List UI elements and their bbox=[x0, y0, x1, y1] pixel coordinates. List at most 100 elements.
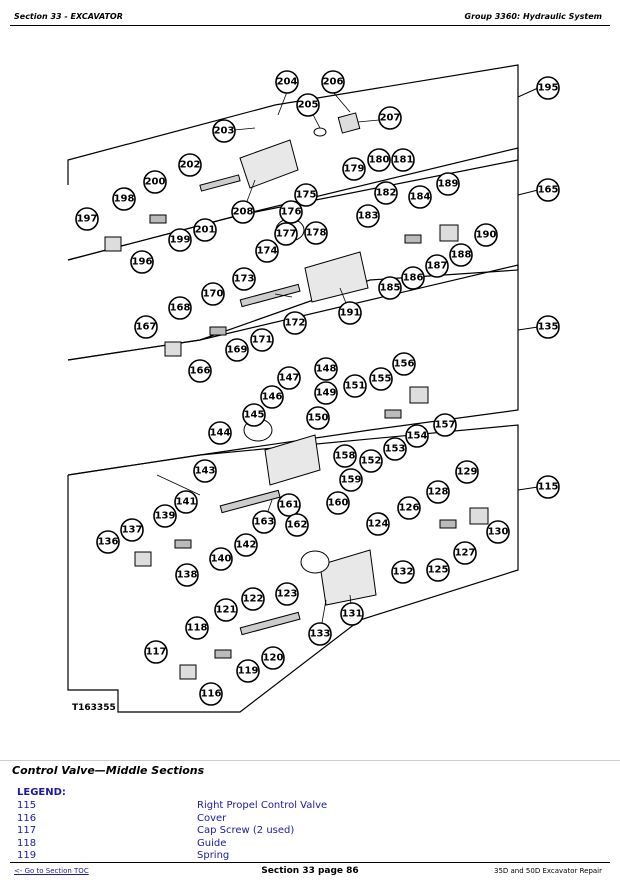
callout-circle bbox=[208, 421, 232, 445]
callout-label: 176 bbox=[281, 207, 302, 218]
callout-label: 159 bbox=[341, 475, 362, 486]
callout-label: 140 bbox=[211, 554, 232, 565]
callout-circle bbox=[369, 367, 393, 391]
legend-heading: LEGEND: bbox=[17, 787, 66, 798]
callout-circle bbox=[338, 301, 362, 325]
callout-198: 198 bbox=[112, 187, 136, 211]
callout-199: 199 bbox=[168, 228, 192, 252]
cover-157 bbox=[409, 386, 429, 404]
callout-circle bbox=[279, 200, 303, 224]
oring-205 bbox=[313, 127, 327, 137]
callout-160: 160 bbox=[326, 491, 350, 515]
cover-116 bbox=[179, 664, 197, 680]
callout-159: 159 bbox=[339, 468, 363, 492]
callout-label: 207 bbox=[380, 113, 401, 124]
callout-190: 190 bbox=[474, 223, 498, 247]
callout-129: 129 bbox=[455, 460, 479, 484]
callout-label: 152 bbox=[361, 456, 382, 467]
callout-circle bbox=[536, 315, 560, 339]
callout-label: 131 bbox=[342, 609, 363, 620]
callout-label: 156 bbox=[394, 359, 415, 370]
spring-119 bbox=[214, 649, 232, 659]
callout-153: 153 bbox=[383, 437, 407, 461]
callout-label: 132 bbox=[393, 567, 414, 578]
callout-132: 132 bbox=[391, 560, 415, 584]
callout-181: 181 bbox=[391, 148, 415, 172]
callout-label: 204 bbox=[277, 77, 298, 88]
callout-155: 155 bbox=[369, 367, 393, 391]
callout-circle bbox=[339, 468, 363, 492]
callout-label: 162 bbox=[287, 520, 308, 531]
callout-circle bbox=[241, 587, 265, 611]
figure-id: T163355 bbox=[72, 703, 116, 713]
callout-circle bbox=[391, 560, 415, 584]
callout-circle bbox=[255, 239, 279, 263]
callout-188: 188 bbox=[449, 243, 473, 267]
callout-circle bbox=[314, 357, 338, 381]
callout-148: 148 bbox=[314, 357, 338, 381]
callout-circle bbox=[426, 558, 450, 582]
cover-166 bbox=[164, 341, 182, 357]
callout-label: 143 bbox=[195, 466, 216, 477]
callout-158: 158 bbox=[333, 444, 357, 468]
callout-191: 191 bbox=[338, 301, 362, 325]
callout-label: 208 bbox=[233, 207, 254, 218]
callout-169: 169 bbox=[225, 338, 249, 362]
callout-120: 120 bbox=[261, 646, 285, 670]
callout-170: 170 bbox=[201, 282, 225, 306]
callout-circle bbox=[356, 204, 380, 228]
callout-133: 133 bbox=[308, 622, 332, 646]
callout-circle bbox=[250, 328, 274, 352]
callout-197: 197 bbox=[75, 207, 99, 231]
callout-208: 208 bbox=[231, 200, 255, 224]
callout-125: 125 bbox=[426, 558, 450, 582]
callout-179: 179 bbox=[342, 157, 366, 181]
callout-131: 131 bbox=[340, 602, 364, 626]
callout-label: 128 bbox=[428, 487, 449, 498]
callout-circle bbox=[96, 530, 120, 554]
callout-142: 142 bbox=[234, 533, 258, 557]
callout-label: 117 bbox=[146, 647, 167, 658]
callout-circle bbox=[225, 338, 249, 362]
callout-circle bbox=[367, 148, 391, 172]
callout-163: 163 bbox=[252, 510, 276, 534]
callout-circle bbox=[285, 513, 309, 537]
callout-circle bbox=[144, 640, 168, 664]
callout-circle bbox=[378, 106, 402, 130]
callout-206: 206 bbox=[321, 70, 345, 94]
callout-circle bbox=[326, 491, 350, 515]
callout-label: 202 bbox=[180, 160, 201, 171]
cover-190 bbox=[439, 224, 459, 242]
valve-body-195 bbox=[239, 139, 299, 189]
callout-circle bbox=[408, 185, 432, 209]
legend-num: 117 bbox=[17, 825, 37, 836]
section-toc-link[interactable]: <- Go to Section TOC bbox=[14, 867, 89, 875]
callout-156: 156 bbox=[392, 352, 416, 376]
callout-circle bbox=[242, 403, 266, 427]
callout-label: 163 bbox=[254, 517, 275, 528]
legend-desc: Guide bbox=[197, 837, 227, 849]
callout-circle bbox=[378, 276, 402, 300]
section-divider bbox=[0, 760, 620, 761]
callout-circle bbox=[366, 512, 390, 536]
callout-171: 171 bbox=[250, 328, 274, 352]
callout-117: 117 bbox=[144, 640, 168, 664]
callout-label: 177 bbox=[276, 229, 297, 240]
header-group: Group 3360: Hydraulic System bbox=[464, 12, 602, 21]
legend-desc: Right Propel Control Valve bbox=[197, 800, 328, 811]
valve-body-115 bbox=[319, 549, 377, 606]
callout-circle bbox=[201, 282, 225, 306]
callout-121: 121 bbox=[214, 598, 238, 622]
callout-143: 143 bbox=[193, 459, 217, 483]
callout-circle bbox=[209, 547, 233, 571]
callout-label: 172 bbox=[285, 318, 306, 329]
callout-label: 178 bbox=[306, 228, 327, 239]
callout-circle bbox=[212, 119, 236, 143]
callout-circle bbox=[232, 267, 256, 291]
callout-label: 165 bbox=[538, 185, 559, 196]
callout-186: 186 bbox=[401, 266, 425, 290]
outline-section-115 bbox=[67, 424, 519, 713]
callout-circle bbox=[277, 493, 301, 517]
callout-circle bbox=[383, 437, 407, 461]
